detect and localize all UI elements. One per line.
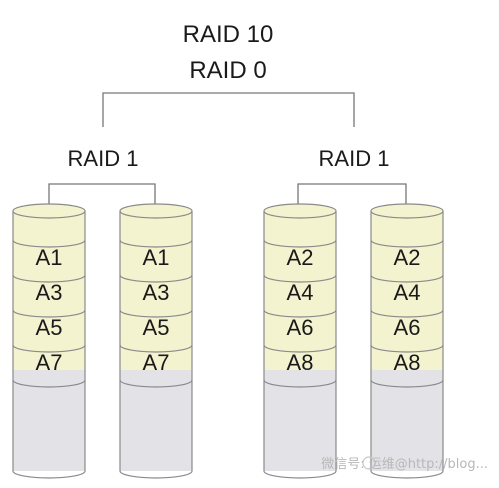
disk-3-block-1: A2 — [287, 245, 314, 270]
disk-3-block-3: A6 — [287, 315, 314, 340]
disk-4-block-4: A8 — [394, 350, 421, 375]
raid1-left-label: RAID 1 — [68, 146, 139, 171]
disk-4-block-3: A6 — [394, 315, 421, 340]
disk-3: A2 A4 A6 A8 — [263, 203, 337, 479]
disk-3-top — [263, 203, 337, 219]
disk-1-top — [12, 203, 86, 219]
watermark-text: 微信号: 运维@http://blog... — [321, 457, 488, 472]
watermark: 微信号: 运维@http://blog... — [321, 456, 488, 472]
disk-2: A1 A3 A5 A7 — [119, 203, 193, 479]
raid10-title: RAID 10 — [183, 21, 274, 48]
raid1-right-label: RAID 1 — [319, 146, 390, 171]
disk-2-block-3: A5 — [143, 315, 170, 340]
raid0-title: RAID 0 — [189, 57, 266, 84]
disk-2-top — [119, 203, 193, 219]
raid0-connector — [102, 92, 355, 127]
disk-4-block-2: A4 — [394, 280, 421, 305]
disk-2-block-4: A7 — [143, 350, 170, 375]
wechat-icon — [362, 456, 376, 470]
disk-3-block-4: A8 — [287, 350, 314, 375]
disk-1-block-1: A1 — [36, 245, 63, 270]
disk-1: A1 A3 A5 A7 — [12, 203, 86, 479]
disk-4: A2 A4 A6 A8 — [370, 203, 444, 479]
disk-1-block-2: A3 — [36, 280, 63, 305]
raid1-left-connector — [48, 183, 156, 205]
raid1-right-connector — [297, 183, 407, 205]
disk-1-block-3: A5 — [36, 315, 63, 340]
disk-4-block-1: A2 — [394, 245, 421, 270]
disk-2-block-2: A3 — [143, 280, 170, 305]
disk-4-top — [370, 203, 444, 219]
disk-3-block-2: A4 — [287, 280, 314, 305]
disk-2-block-1: A1 — [143, 245, 170, 270]
disk-1-block-4: A7 — [36, 350, 63, 375]
